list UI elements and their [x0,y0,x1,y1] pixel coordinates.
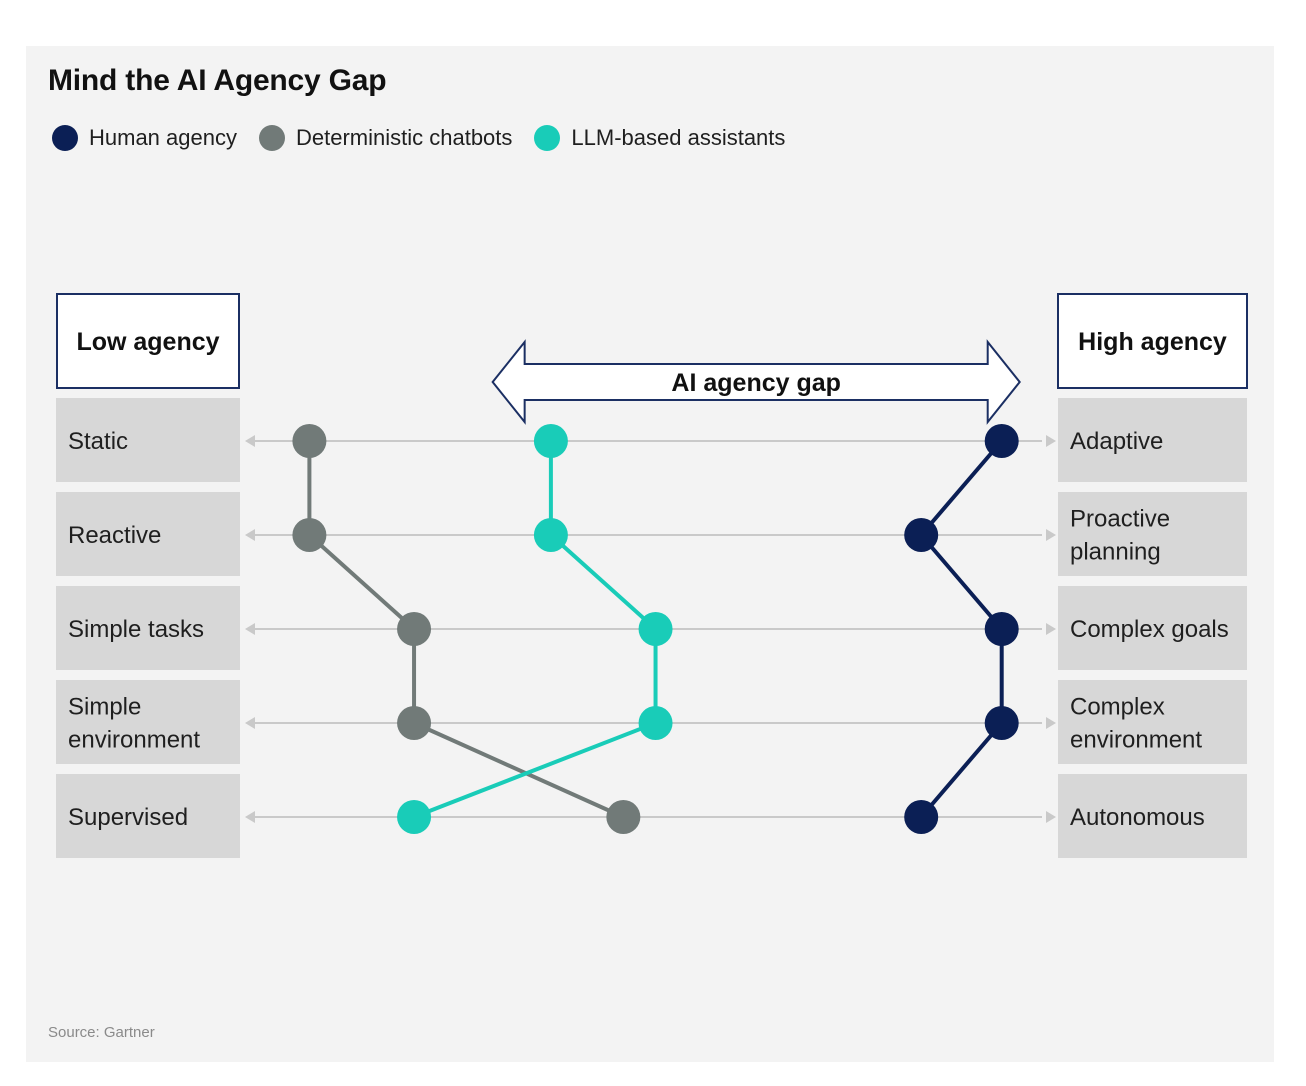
series-point-llm-based-assistants [533,518,568,552]
row-label-high: Adaptive [1070,428,1163,455]
legend-item-human-agency: Human agency [52,125,237,151]
row-label-low: Reactive [68,522,161,549]
row-box-low [56,680,240,764]
row-axis-arrow-left [245,529,255,541]
legend-label-human-agency: Human agency [89,125,237,150]
chart-title: Mind the AI Agency Gap [48,64,387,97]
row-box-low [56,492,240,576]
low-agency-header: Low agency [76,328,219,356]
row-label-low: Supervised [68,804,188,831]
source-note: Source: Gartner [48,1024,155,1041]
series-point-llm-based-assistants [533,424,568,458]
row-box-high [1058,774,1247,858]
legend-swatch-deterministic-chatbots [258,125,285,151]
row-axis-arrow-left [245,717,255,729]
row-box-high [1058,586,1247,670]
legend: Human agency Deterministic chatbots LLM-… [52,123,807,153]
series-point-human-agency [984,424,1019,458]
series-point-deterministic-chatbots [606,800,641,834]
row-axis-arrow-right [1046,811,1056,823]
row-box-low [56,398,240,482]
series-point-llm-based-assistants [638,706,673,740]
legend-label-llm-assistants: LLM-based assistants [571,125,786,150]
agency-gap-arrow [491,339,1021,425]
high-agency-header-box [1057,293,1248,389]
row-label-low: Static [68,428,128,455]
legend-item-llm-assistants: LLM-based assistants [534,125,785,151]
series-point-human-agency [984,612,1019,646]
high-agency-header: High agency [1078,328,1227,356]
row-axis-arrow-left [245,811,255,823]
legend-label-deterministic-chatbots: Deterministic chatbots [295,125,513,150]
row-axis-arrow-right [1046,623,1056,635]
series-point-human-agency [904,800,939,834]
row-axis-arrow-right [1046,717,1056,729]
series-point-human-agency [984,706,1019,740]
series-point-deterministic-chatbots [292,424,327,458]
row-box-low [56,774,240,858]
row-axis-arrow-left [245,435,255,447]
row-axis-arrow-left [245,623,255,635]
row-box-high [1058,398,1247,482]
row-box-low [56,586,240,670]
low-agency-header-box [56,293,240,389]
series-point-llm-based-assistants [638,612,673,646]
legend-swatch-llm-assistants [534,125,561,151]
row-label-high: Complex goals [1070,616,1229,643]
series-point-deterministic-chatbots [397,706,432,740]
legend-swatch-human-agency [52,125,78,151]
series-point-llm-based-assistants [397,800,432,834]
row-label-low: Simple tasks [68,616,204,643]
agency-gap-label: AI agency gap [671,369,841,397]
series-point-human-agency [904,518,939,552]
row-label-high: Autonomous [1070,804,1205,831]
series-point-deterministic-chatbots [292,518,327,552]
row-axis-arrow-right [1046,529,1056,541]
legend-item-deterministic-chatbots: Deterministic chatbots [258,125,513,151]
row-box-high [1058,492,1247,576]
row-box-high [1058,680,1247,764]
row-axis-arrow-right [1046,435,1056,447]
series-point-deterministic-chatbots [397,612,432,646]
